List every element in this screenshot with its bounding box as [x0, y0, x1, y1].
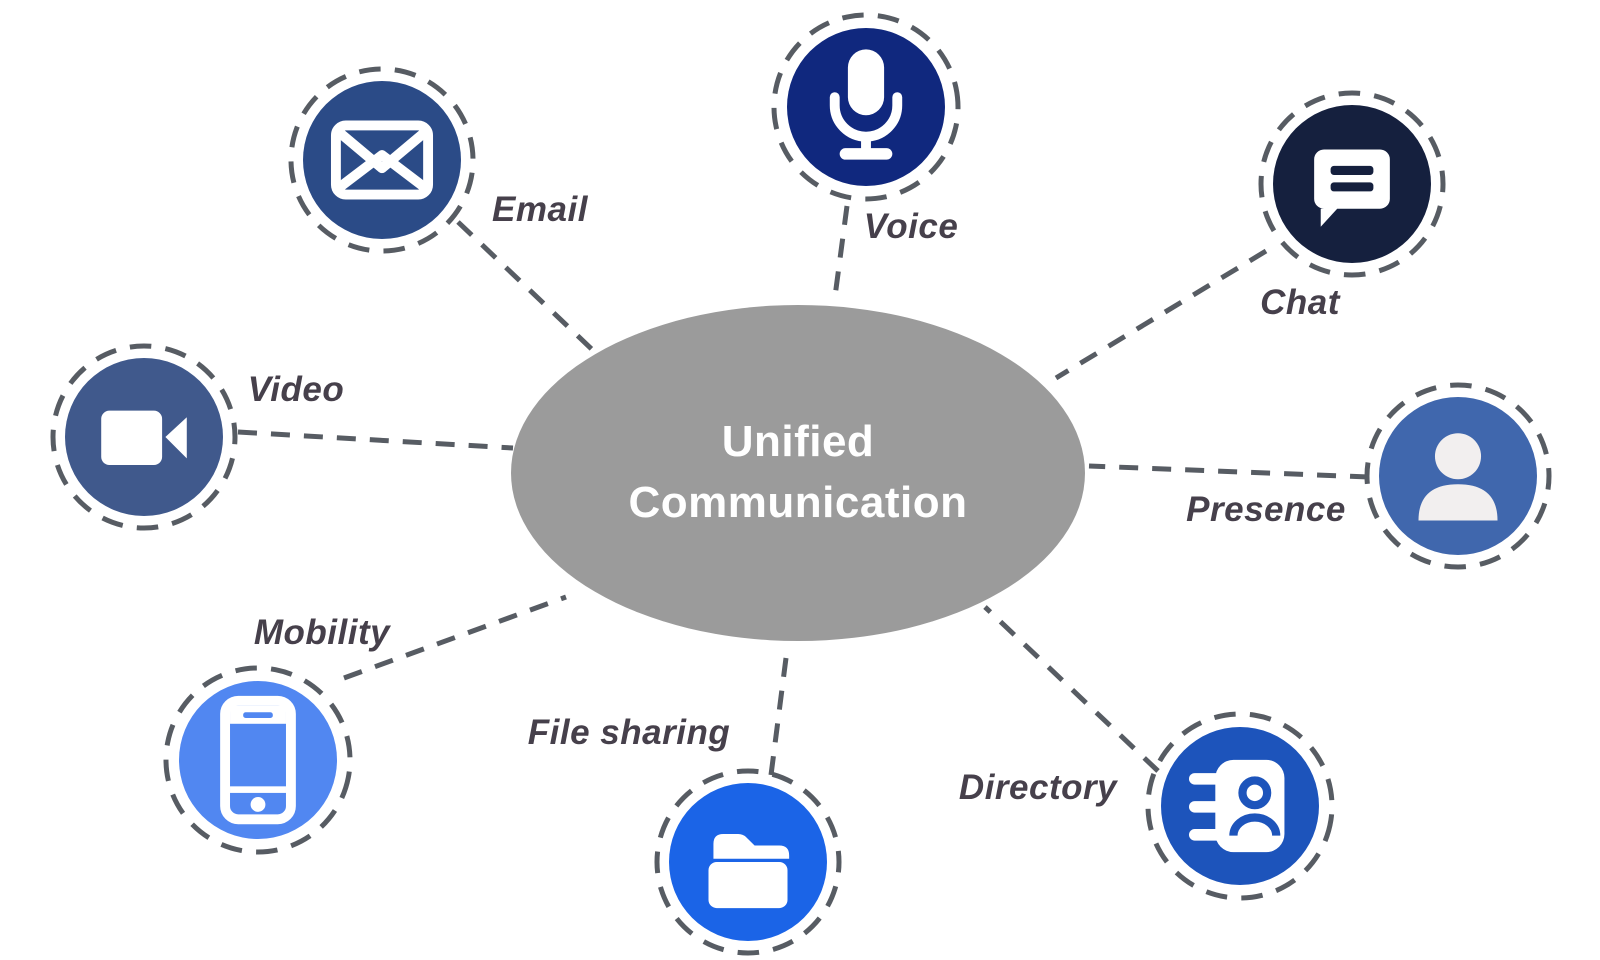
speech-bubble-icon	[1273, 105, 1431, 263]
ring-email	[288, 66, 476, 254]
node-voice	[787, 28, 945, 186]
connector-chat	[1054, 248, 1268, 381]
connector-email	[456, 220, 601, 358]
node-filesharing	[669, 783, 827, 941]
connector-voice	[831, 205, 850, 305]
node-label-directory: Directory	[958, 768, 1118, 807]
hub-title-line1: Unified	[721, 417, 875, 467]
node-email	[303, 81, 461, 239]
node-mobility	[179, 681, 337, 839]
folder-icon	[669, 783, 827, 941]
connector-mobility	[343, 594, 567, 681]
connector-filesharing	[768, 657, 789, 776]
node-chat	[1273, 105, 1431, 263]
node-video	[65, 358, 223, 516]
node-label-chat: Chat	[1260, 283, 1340, 322]
contact-book-icon	[1161, 727, 1319, 885]
ring-directory	[1145, 711, 1335, 901]
connector-presence	[1088, 463, 1370, 480]
envelope-icon	[303, 81, 461, 239]
node-label-mobility: Mobility	[253, 613, 391, 652]
node-presence	[1379, 397, 1537, 555]
hub-ellipse: Unified Communication	[511, 305, 1085, 641]
node-label-voice: Voice	[863, 207, 959, 246]
ring-voice	[771, 12, 961, 202]
ring-mobility	[163, 665, 353, 855]
ring-video	[50, 343, 238, 531]
smartphone-icon	[179, 681, 337, 839]
node-label-video: Video	[247, 370, 345, 409]
node-label-presence: Presence	[1186, 490, 1346, 529]
microphone-icon	[787, 28, 945, 186]
ring-filesharing	[654, 768, 842, 956]
ring-presence	[1364, 382, 1552, 570]
video-camera-icon	[65, 358, 223, 516]
node-directory	[1161, 727, 1319, 885]
hub-title: Unified Communication	[629, 412, 968, 533]
ring-chat	[1258, 90, 1446, 278]
person-icon	[1379, 397, 1537, 555]
node-label-filesharing: File sharing	[527, 713, 731, 752]
connector-directory	[983, 605, 1160, 773]
hub-title-line2: Communication	[628, 478, 968, 527]
node-label-email: Email	[492, 190, 588, 229]
connector-video	[237, 429, 514, 451]
